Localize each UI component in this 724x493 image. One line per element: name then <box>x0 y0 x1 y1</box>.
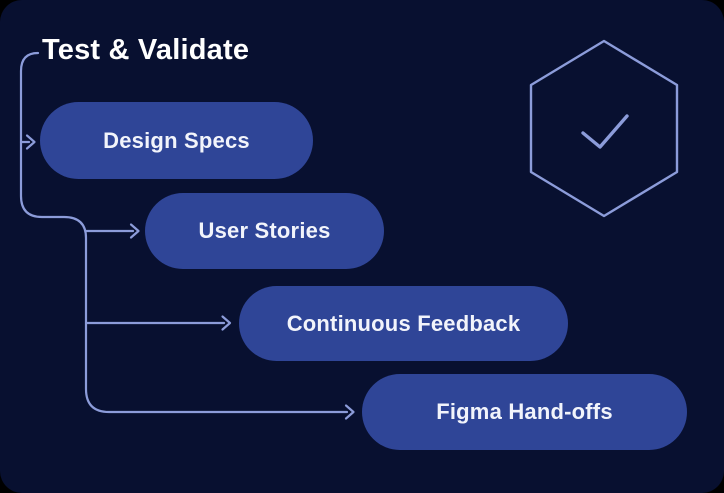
card-title: Test & Validate <box>42 34 250 66</box>
node-figma-handoffs: Figma Hand-offs <box>362 374 687 450</box>
node-label: Figma Hand-offs <box>436 399 613 424</box>
node-design-specs: Design Specs <box>40 102 313 179</box>
node-label: Design Specs <box>103 127 250 153</box>
node-label: User Stories <box>198 218 331 243</box>
node-user-stories: User Stories <box>145 193 384 269</box>
node-continuous-feedback: Continuous Feedback <box>239 286 568 361</box>
hexagon-outline <box>529 39 679 218</box>
hexagon-checkmark-icon <box>529 39 679 218</box>
arrowhead-figma-handoffs-icon <box>344 404 355 420</box>
arrowhead-design-specs-icon <box>25 134 36 150</box>
node-label: Continuous Feedback <box>286 310 521 336</box>
arrowhead-continuous-feedback-icon <box>221 315 232 331</box>
checkmark-icon <box>581 114 629 149</box>
arrowhead-user-stories-icon <box>129 223 140 239</box>
